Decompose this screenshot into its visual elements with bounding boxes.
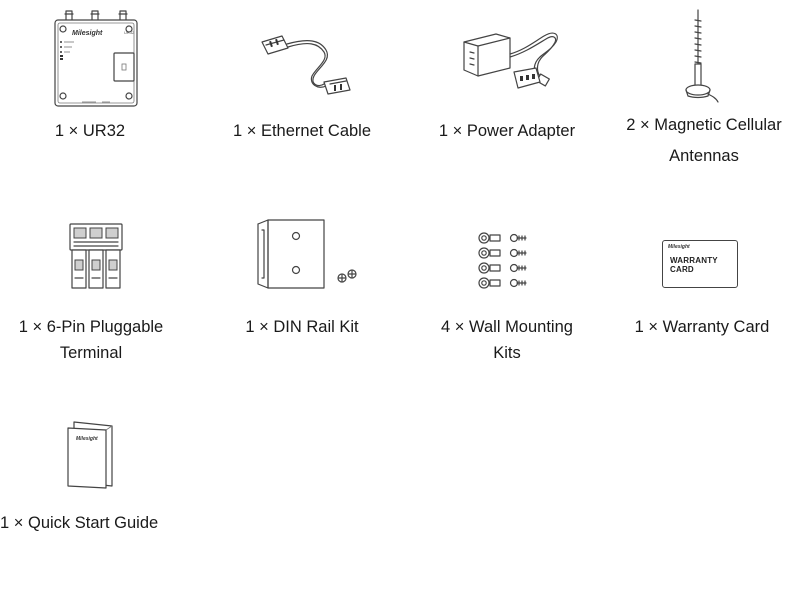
warranty-line1: WARRANTY [670, 256, 718, 265]
wall-mounting-kits-image [472, 232, 532, 294]
ur32-model-label: UR32 [124, 30, 135, 35]
pluggable-terminal-image [66, 220, 126, 294]
ethernet-cable-image [258, 28, 358, 100]
caption-warranty-card: 1 × Warranty Card [634, 318, 770, 336]
caption-magnetic-antenna-line1: 2 × Magnetic Cellular [626, 116, 782, 134]
caption-quick-start-guide: 1 × Quick Start Guide [0, 514, 159, 532]
warranty-line2: CARD [670, 265, 694, 274]
caption-din-rail-kit: 1 × DIN Rail Kit [245, 318, 359, 336]
caption-magnetic-antenna-line2: Antennas [669, 147, 739, 165]
caption-pluggable-terminal-line1: 1 × 6-Pin Pluggable [18, 318, 164, 336]
ur32-brand-label: Milesight [72, 30, 103, 37]
caption-wall-mounting-line1: 4 × Wall Mounting [441, 318, 573, 336]
caption-ethernet-cable: 1 × Ethernet Cable [232, 122, 372, 140]
caption-wall-mounting-line2: Kits [493, 344, 521, 362]
caption-ur32: 1 × UR32 [54, 122, 126, 140]
caption-pluggable-terminal-line2: Terminal [59, 344, 123, 362]
warranty-card-image: Milesight WARRANTY CARD [662, 240, 738, 288]
caption-power-adapter: 1 × Power Adapter [438, 122, 576, 140]
power-adapter-image [460, 24, 572, 104]
ur32-router-image: Milesight UR32 [52, 8, 142, 112]
din-rail-kit-image [254, 216, 364, 292]
magnetic-antenna-image [676, 6, 720, 104]
warranty-brand-label: Milesight [668, 244, 690, 250]
quick-start-guide-image: Milesight [64, 420, 116, 490]
guide-brand-label: Milesight [76, 436, 98, 442]
